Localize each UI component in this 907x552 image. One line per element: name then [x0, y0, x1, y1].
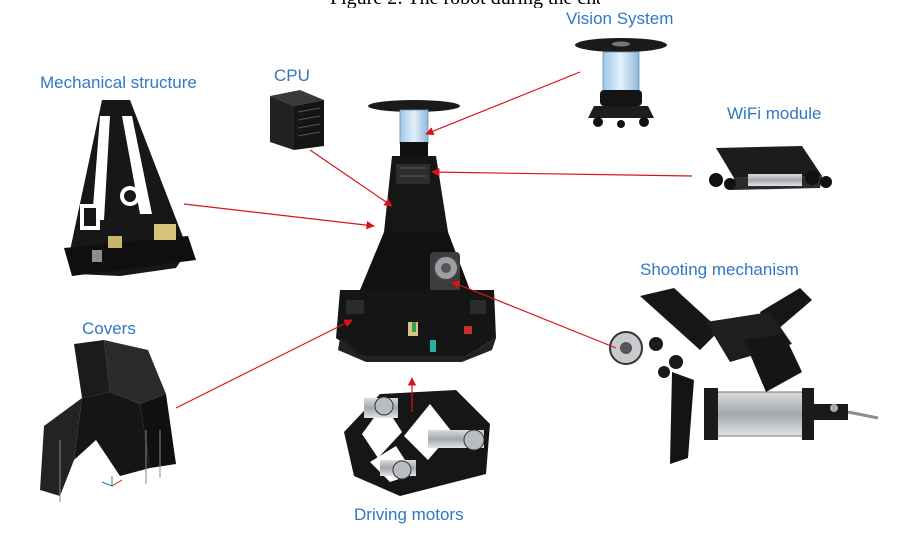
arrow-shooting-mechanism: [451, 280, 617, 349]
mechanical-structure-part: [64, 100, 196, 276]
label-vision-system: Vision System: [566, 9, 674, 28]
driving-motors-part: [344, 390, 490, 496]
covers-part: [40, 340, 176, 502]
cropped-caption-text: Figure 2: The robot during the challenge: [330, 0, 600, 8]
robot-assembly: [336, 100, 496, 362]
arrow-covers: [175, 319, 353, 409]
arrow-wifi-module: [431, 167, 693, 177]
label-mechanical-structure: Mechanical structure: [40, 73, 197, 92]
label-covers: Covers: [82, 319, 136, 338]
label-driving-motors: Driving motors: [354, 505, 464, 524]
callout-arrows: [175, 71, 693, 412]
cpu-part: [270, 90, 324, 150]
label-cpu: CPU: [274, 66, 310, 85]
shooting-mechanism-part: [609, 288, 879, 464]
arrow-mechanical-structure: [183, 203, 375, 230]
arrow-vision-system: [425, 71, 581, 136]
label-wifi-module: WiFi module: [727, 104, 822, 123]
arrow-cpu: [309, 149, 393, 207]
wifi-module-part: [709, 146, 832, 190]
label-shooting-mechanism: Shooting mechanism: [640, 260, 799, 279]
vision-system-part: [575, 38, 667, 128]
